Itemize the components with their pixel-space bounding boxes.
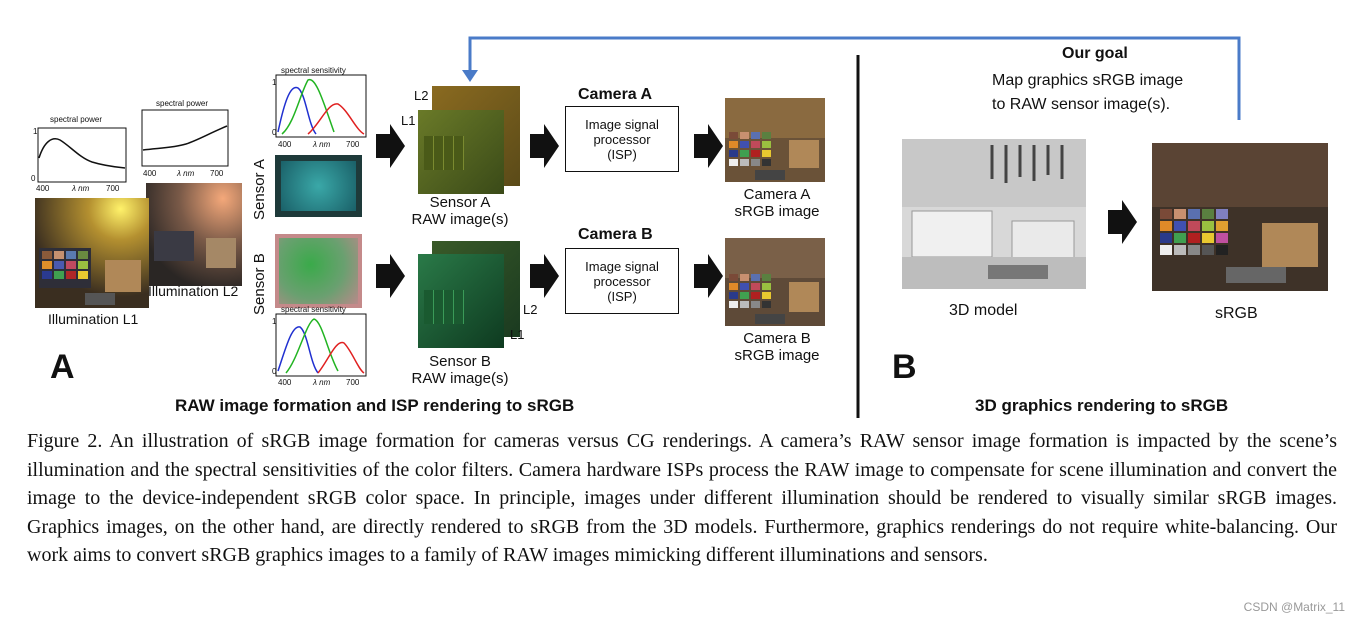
arrow-right-icon bbox=[530, 124, 559, 168]
sensor-b-raw-line2: RAW image(s) bbox=[411, 370, 509, 387]
axis-zero-label: 0 bbox=[31, 174, 36, 183]
raw-b-l1-image bbox=[418, 254, 504, 348]
raw-a-l1-image bbox=[418, 110, 504, 194]
axis-unit-label: λ nm bbox=[72, 184, 90, 193]
srgb-label: sRGB bbox=[1215, 305, 1258, 322]
sensor-b-raw-caption: Sensor B RAW image(s) bbox=[410, 353, 510, 387]
spectral-sensitivity-label-top: spectral sensitivity bbox=[281, 66, 346, 75]
axis-unit-label-3: λ nm bbox=[313, 140, 331, 149]
arrow-right-icon bbox=[1108, 200, 1137, 244]
axis-700-label: 700 bbox=[106, 184, 120, 193]
axis-700-label-3: 700 bbox=[346, 140, 360, 149]
illumination-l1-label: Illumination L1 bbox=[48, 311, 139, 327]
spectral-sensitivity-plot-top bbox=[275, 74, 367, 138]
srgb-rendered-image bbox=[1152, 143, 1328, 291]
isp-a-line2: processor bbox=[593, 132, 651, 147]
spectral-sensitivity-label-bottom: spectral sensitivity bbox=[281, 305, 346, 314]
illumination-l2-label: Illumination L2 bbox=[148, 283, 239, 299]
3d-model-image bbox=[902, 139, 1086, 289]
axis-400-label-4: 400 bbox=[278, 378, 292, 387]
axis-one-label: 1 bbox=[33, 127, 38, 136]
sensor-a-chip bbox=[275, 155, 362, 217]
arrow-right-icon bbox=[376, 124, 405, 168]
isp-b-line3: (ISP) bbox=[607, 289, 637, 304]
spectral-power-plot-1 bbox=[37, 127, 127, 183]
raw-b-l2-label: L2 bbox=[523, 302, 538, 317]
panel-b-subtitle: 3D graphics rendering to sRGB bbox=[975, 396, 1229, 415]
sensor-a-raw-line2: RAW image(s) bbox=[411, 211, 509, 228]
isp-a-line3: (ISP) bbox=[607, 147, 637, 162]
arrow-right-icon bbox=[530, 254, 559, 298]
spectral-power-label-1: spectral power bbox=[50, 115, 103, 124]
camera-b-title: Camera B bbox=[578, 226, 653, 243]
axis-700-label-2: 700 bbox=[210, 169, 224, 178]
goal-text: Map graphics sRGB image to RAW sensor im… bbox=[992, 69, 1183, 117]
sensor-a-raw-line1: Sensor A bbox=[429, 194, 491, 211]
camera-b-out-line2: sRGB image bbox=[734, 347, 820, 364]
axis-400-label-3: 400 bbox=[278, 140, 292, 149]
spectral-power-plot-2 bbox=[141, 109, 229, 167]
axis-one-label-4: 1 bbox=[272, 317, 277, 326]
isp-b-line2: processor bbox=[593, 274, 651, 289]
watermark: CSDN @Matrix_11 bbox=[1243, 600, 1345, 614]
camera-b-out-caption: Camera B sRGB image bbox=[725, 330, 829, 364]
isp-box-a: Image signal processor (ISP) bbox=[565, 106, 679, 172]
sensor-b-raw-line1: Sensor B bbox=[429, 353, 491, 370]
camera-a-out-caption: Camera A sRGB image bbox=[725, 186, 829, 220]
axis-unit-label-4: λ nm bbox=[313, 378, 331, 387]
camera-a-out-line1: Camera A bbox=[743, 186, 811, 203]
spectral-sensitivity-plot-bottom bbox=[275, 313, 367, 377]
raw-b-l1-label: L1 bbox=[510, 327, 525, 342]
axis-400-label: 400 bbox=[36, 184, 50, 193]
illumination-l1-photo bbox=[35, 198, 149, 308]
model-label: 3D model bbox=[949, 302, 1018, 319]
axis-zero-label-3: 0 bbox=[272, 128, 277, 137]
camera-b-srgb-image bbox=[725, 238, 825, 326]
figure-caption: Figure 2. An illustration of sRGB image … bbox=[27, 430, 1337, 566]
goal-line1: Map graphics sRGB image bbox=[992, 72, 1184, 89]
axis-700-label-4: 700 bbox=[346, 378, 360, 387]
goal-line2: to RAW sensor image(s). bbox=[992, 96, 1171, 113]
arrow-right-icon bbox=[694, 124, 723, 168]
axis-one-label-3: 1 bbox=[272, 78, 277, 87]
raw-a-l2-label: L2 bbox=[414, 88, 429, 103]
panel-a-subtitle: RAW image formation and ISP rendering to… bbox=[175, 396, 575, 415]
isp-a-line1: Image signal bbox=[585, 117, 659, 132]
panel-b-letter: B bbox=[892, 348, 917, 386]
isp-box-b: Image signal processor (ISP) bbox=[565, 248, 679, 314]
camera-a-srgb-image bbox=[725, 98, 825, 182]
goal-title: Our goal bbox=[1062, 45, 1128, 62]
axis-400-label-2: 400 bbox=[143, 169, 157, 178]
spectral-power-label-2: spectral power bbox=[156, 99, 209, 108]
camera-a-title: Camera A bbox=[578, 86, 653, 103]
sensor-a-raw-caption: Sensor A RAW image(s) bbox=[410, 194, 510, 228]
isp-b-line1: Image signal bbox=[585, 259, 659, 274]
axis-unit-label-2: λ nm bbox=[177, 169, 195, 178]
axis-zero-label-4: 0 bbox=[272, 367, 277, 376]
panel-a-letter: A bbox=[50, 348, 75, 386]
arrow-right-icon bbox=[376, 254, 405, 298]
illumination-l2-photo bbox=[146, 183, 242, 286]
camera-a-out-line2: sRGB image bbox=[734, 203, 820, 220]
sensor-b-chip bbox=[275, 234, 362, 308]
camera-b-out-line1: Camera B bbox=[743, 330, 811, 347]
raw-a-l1-label: L1 bbox=[401, 113, 416, 128]
arrow-right-icon bbox=[694, 254, 723, 298]
